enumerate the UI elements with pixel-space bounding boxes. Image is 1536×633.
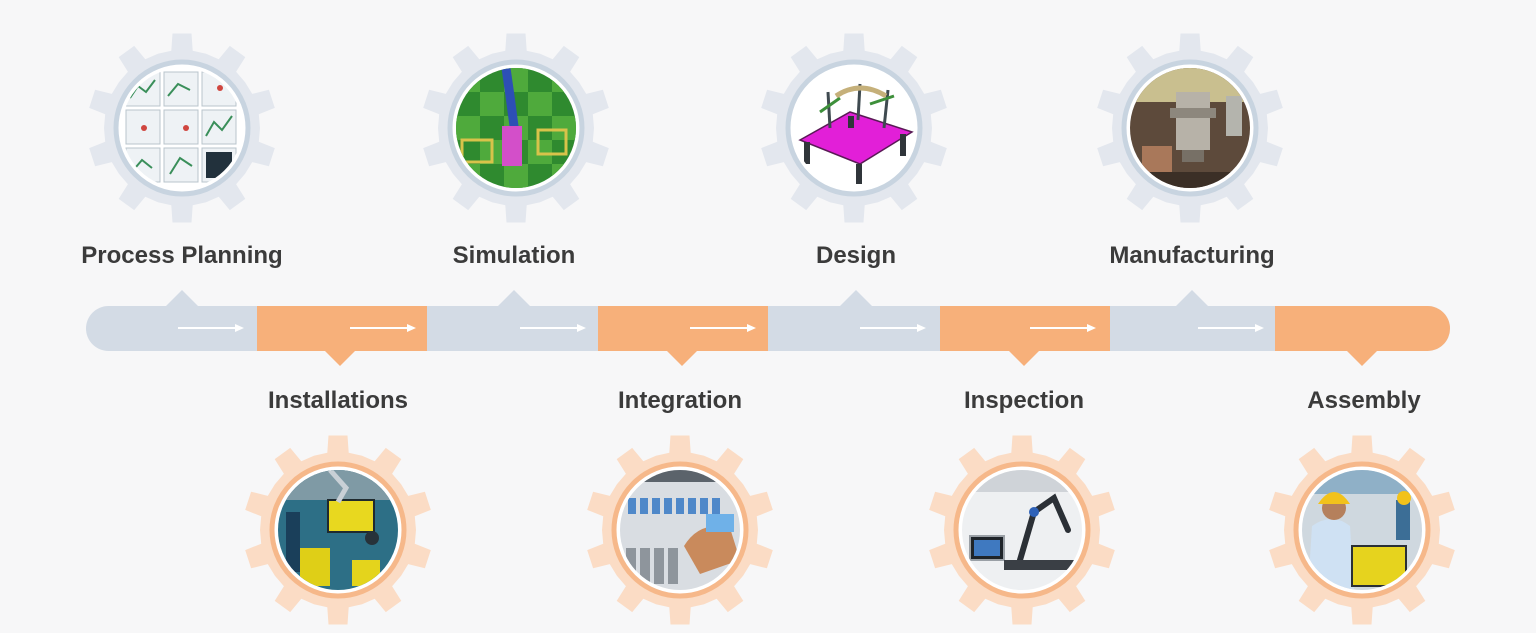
assembly-worker-icon — [1302, 470, 1422, 590]
stage-label-installations: Installations — [268, 387, 408, 414]
flow-arrow-head — [747, 324, 756, 332]
flow-arrow-head — [577, 324, 586, 332]
document-pages-icon — [122, 68, 242, 188]
flow-arrow-icon — [690, 324, 756, 332]
robot-simulation-icon — [456, 68, 576, 188]
stage-label-integration: Integration — [618, 387, 742, 414]
stage-label-inspection: Inspection — [964, 387, 1084, 414]
pointer-up — [166, 290, 198, 306]
pointer-up — [840, 290, 872, 306]
flow-arrow-head — [235, 324, 244, 332]
stage-label-manufacturing: Manufacturing — [1109, 242, 1274, 269]
flow-arrow-icon — [1030, 324, 1096, 332]
flow-arrow-head — [1255, 324, 1264, 332]
pointer-up — [498, 290, 530, 306]
stage-labels: Process Planning Installations Simulatio… — [81, 242, 1421, 414]
pointer-down — [324, 350, 356, 366]
stage-label-assembly: Assembly — [1307, 387, 1421, 414]
flow-arrow-icon — [1198, 324, 1264, 332]
pointer-down — [1008, 350, 1040, 366]
flow-arrow-head — [917, 324, 926, 332]
pointer-up — [1176, 290, 1208, 306]
flow-arrow-icon — [350, 324, 416, 332]
track-end-cap — [1400, 306, 1450, 351]
timeline-track — [86, 290, 1450, 366]
pointer-down — [666, 350, 698, 366]
pointer-down — [1346, 350, 1378, 366]
flow-arrow-head — [1087, 324, 1096, 332]
flow-arrow-head — [407, 324, 416, 332]
milling-machine-icon — [1130, 68, 1250, 188]
measuring-arm-icon — [962, 470, 1082, 590]
control-panel-icon — [620, 470, 740, 590]
stage-label-design: Design — [816, 242, 896, 269]
robotic-cell-icon — [278, 470, 398, 590]
fixture-cad-icon — [794, 68, 914, 188]
flow-arrow-icon — [178, 324, 244, 332]
flow-arrow-icon — [520, 324, 586, 332]
stage-label-simulation: Simulation — [453, 242, 576, 269]
stage-label-process-planning: Process Planning — [81, 242, 282, 269]
flow-arrow-icon — [860, 324, 926, 332]
